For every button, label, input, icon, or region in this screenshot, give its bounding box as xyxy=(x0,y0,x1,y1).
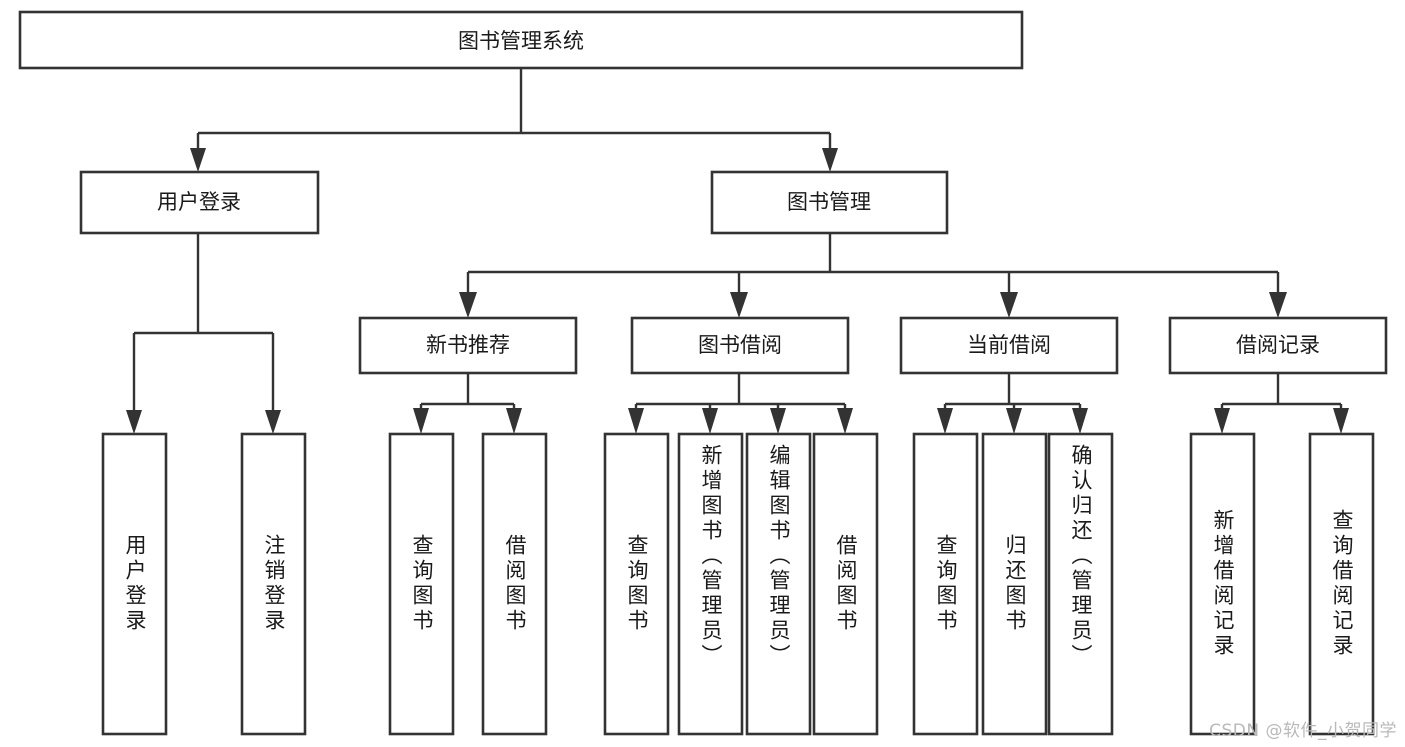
arrow-to-leaf-9 xyxy=(937,408,953,434)
label-layer: 图书管理系统 用户登录 图书管理 新书推荐 图书借阅 当前借阅 借阅记录 xyxy=(157,29,1320,357)
node-current-borrow-box[interactable] xyxy=(899,316,1119,375)
arrow-to-leaf-12 xyxy=(1214,408,1230,434)
node-book-manage-label: 图书管理 xyxy=(787,190,871,214)
node-leaf-6-box[interactable] xyxy=(677,432,744,736)
arrow-to-leaf-10 xyxy=(1006,408,1022,434)
node-leaf-9-box[interactable] xyxy=(912,432,979,736)
node-root-box[interactable] xyxy=(18,10,1024,70)
node-user-login-label: 用户登录 xyxy=(157,190,241,214)
arrow-to-new-book-rec xyxy=(459,292,477,318)
arrow-to-book-borrow xyxy=(730,292,748,318)
node-book-manage-box[interactable] xyxy=(710,170,949,235)
node-leaf-5-box[interactable] xyxy=(603,432,670,736)
arrow-to-borrow-record xyxy=(1269,292,1287,318)
arrow-to-leaf-1 xyxy=(126,410,142,434)
node-new-book-rec-label: 新书推荐 xyxy=(426,333,510,357)
watermark-text: CSDN @软件_小贺同学 xyxy=(1209,721,1397,741)
node-borrow-record-label: 借阅记录 xyxy=(1236,333,1320,357)
node-borrow-record-box[interactable] xyxy=(1168,316,1388,375)
arrow-to-current-borrow xyxy=(1000,292,1018,318)
node-leaf-11-box[interactable] xyxy=(1047,432,1114,736)
connector-layer xyxy=(126,68,1349,434)
node-root-label: 图书管理系统 xyxy=(458,29,584,53)
arrow-to-leaf-2 xyxy=(265,410,281,434)
arrow-to-leaf-13 xyxy=(1333,408,1349,434)
node-leaf-13-box[interactable] xyxy=(1308,432,1375,736)
arrow-to-leaf-4 xyxy=(506,408,522,434)
node-user-login-box[interactable] xyxy=(79,170,320,235)
node-layer xyxy=(18,10,1388,736)
arrow-to-leaf-7 xyxy=(770,408,786,434)
arrow-to-leaf-3 xyxy=(413,408,429,434)
node-leaf-4-box[interactable] xyxy=(481,432,548,736)
node-leaf-10-box[interactable] xyxy=(981,432,1048,736)
arrow-to-leaf-5 xyxy=(628,408,644,434)
arrow-to-book-manage xyxy=(822,148,838,172)
arrow-to-leaf-6 xyxy=(702,408,718,434)
node-current-borrow-label: 当前借阅 xyxy=(967,333,1051,357)
node-new-book-rec-box[interactable] xyxy=(358,316,578,375)
arrow-to-user-login xyxy=(190,148,206,172)
node-leaf-1-box[interactable] xyxy=(101,432,168,736)
arrow-to-leaf-11 xyxy=(1072,408,1088,434)
node-leaf-12-box[interactable] xyxy=(1189,432,1256,736)
node-leaf-7-box[interactable] xyxy=(745,432,812,736)
node-leaf-2-box[interactable] xyxy=(240,432,307,736)
node-leaf-3-box[interactable] xyxy=(388,432,455,736)
node-book-borrow-label: 图书借阅 xyxy=(698,333,782,357)
node-leaf-8-box[interactable] xyxy=(812,432,879,736)
arrow-to-leaf-8 xyxy=(837,408,853,434)
node-book-borrow-box[interactable] xyxy=(630,316,850,375)
